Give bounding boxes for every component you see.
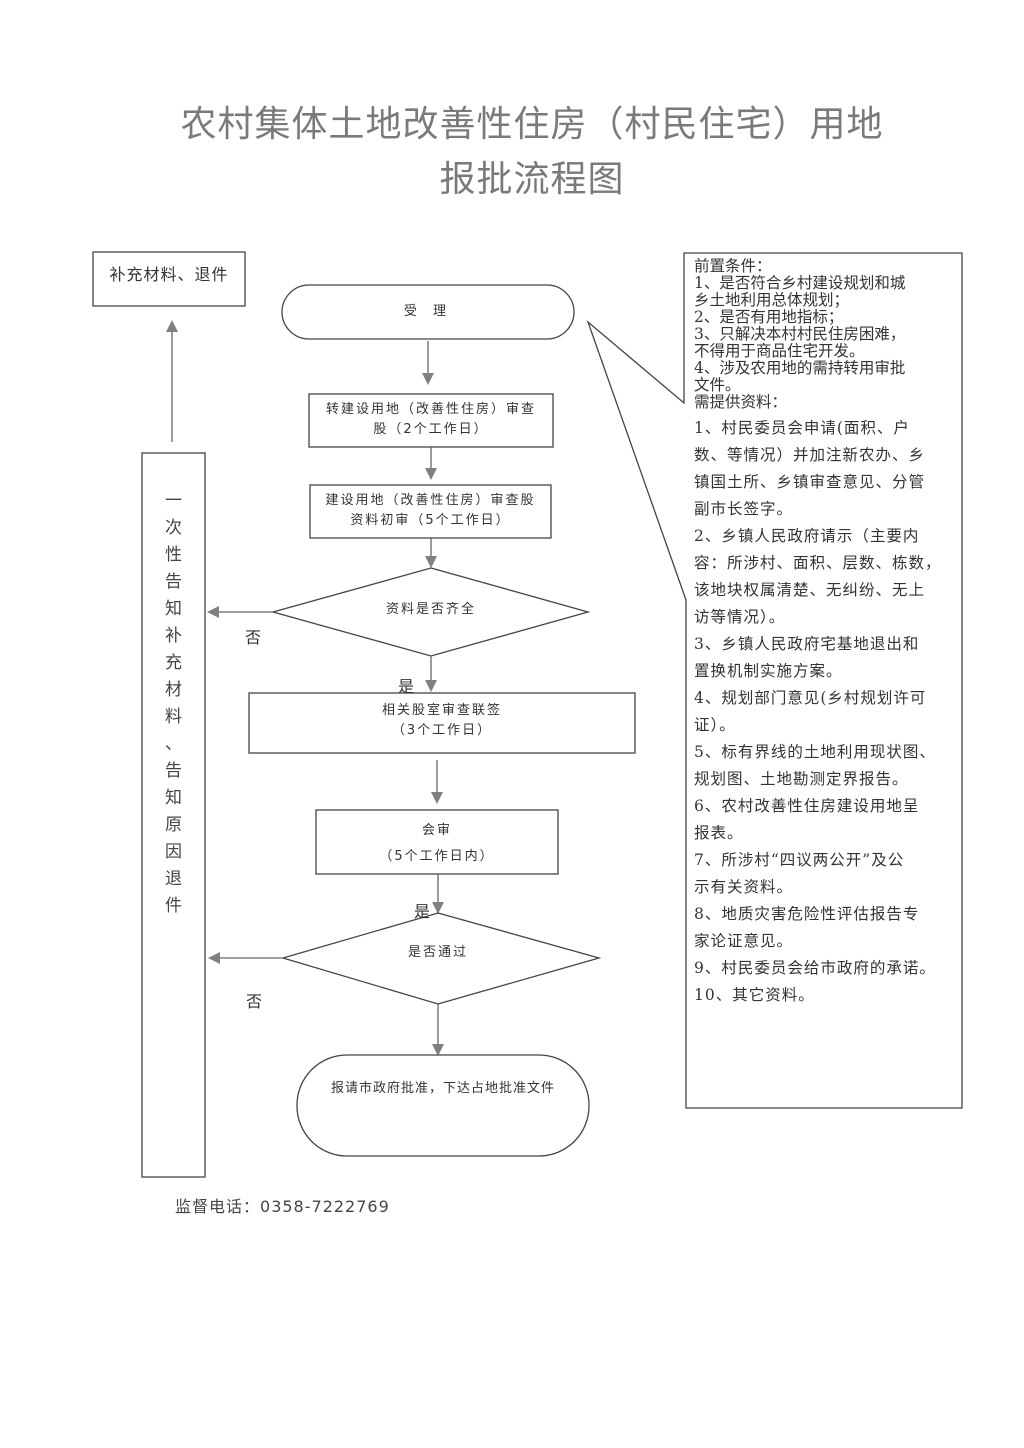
material-line: 9、村民委员会给市政府的承诺。 <box>694 959 936 977</box>
step2-label: 建设用地（改善性住房）审查股 资料初审（5个工作日） <box>310 491 551 531</box>
notify-char: 充 <box>165 653 182 673</box>
notify-char: 因 <box>165 842 182 862</box>
step1-line1: 转建设用地（改善性住房）审查 <box>325 402 536 417</box>
phone-number: 0358-7222769 <box>260 1197 390 1216</box>
supplement-box <box>92 251 246 307</box>
precondition-line: 文件。 <box>694 376 741 394</box>
material-line: 7、所涉村“四议两公开”及公 <box>694 851 905 869</box>
notify-char: 性 <box>165 545 182 565</box>
step2-line1: 建设用地（改善性住房）审查股 <box>325 493 536 508</box>
notify-char: 一 <box>165 491 182 511</box>
precondition-line: 1、是否符合乡村建设规划和城 <box>694 274 906 292</box>
materials-title: 需提供资料： <box>694 393 788 411</box>
material-line: 该地块权属清楚、无纠纷、无上 <box>694 581 926 599</box>
end-label: 报请市政府批准，下达占地批准文件 <box>330 1081 555 1096</box>
notify-char: 、 <box>165 734 182 754</box>
notify-char: 原 <box>165 815 182 835</box>
material-line: 数、等情况）并加注新农办、乡 <box>694 446 926 464</box>
page-title: 农村集体土地改善性住房（村民住宅）用地 <box>180 104 884 145</box>
callout-box <box>586 252 963 1109</box>
step4-line2: （5个工作日内） <box>379 849 495 864</box>
material-line: 副市长签字。 <box>694 500 794 518</box>
notify-box <box>141 452 206 1178</box>
material-line: 4、规划部门意见(乡村规划许可 <box>694 689 927 707</box>
step3-line2: （3个工作日） <box>391 723 493 738</box>
precondition-line: 乡土地利用总体规划； <box>694 291 850 309</box>
page-subtitle: 报批流程图 <box>439 159 625 200</box>
preconditions-list: 1、是否符合乡村建设规划和城乡土地利用总体规划；2、是否有用地指标；3、只解决本… <box>694 275 956 394</box>
notify-char: 知 <box>165 599 182 619</box>
decision2-label: 是否通过 <box>407 945 468 960</box>
supplement-box-label: 补充材料、退件 <box>109 265 229 284</box>
material-line: 示有关资料。 <box>694 878 794 896</box>
material-line: 镇国土所、乡镇审查意见、分管 <box>694 473 926 491</box>
step3-label: 相关股室审查联签 （3个工作日） <box>249 701 635 741</box>
notify-char: 知 <box>165 788 182 808</box>
notify-vertical-text: 一次性告知补充材料、告知原因退件 <box>142 488 205 920</box>
decision1-label: 资料是否齐全 <box>385 602 476 617</box>
step4-line1: 会审 <box>421 823 452 838</box>
material-line: 6、农村改善性住房建设用地呈 <box>694 797 920 815</box>
material-line: 规划图、土地勘测定界报告。 <box>694 770 909 788</box>
notify-char: 料 <box>165 707 182 727</box>
preconditions-title: 前置条件： <box>694 257 772 275</box>
end-terminal <box>296 1054 590 1157</box>
decision2-yes-label: 是 <box>414 902 431 921</box>
step1-line2: 股（2个工作日） <box>373 422 489 437</box>
material-line: 置换机制实施方案。 <box>694 662 843 680</box>
decision1-no-label: 否 <box>245 628 262 647</box>
material-line: 容：所涉村、面积、层数、栋数， <box>694 554 942 572</box>
notify-char: 告 <box>165 761 182 781</box>
notify-char: 件 <box>165 896 182 916</box>
material-line: 2、乡镇人民政府请示（主要内 <box>694 527 920 545</box>
start-terminal <box>281 284 575 340</box>
notify-char: 告 <box>165 572 182 592</box>
step4-box <box>315 809 559 875</box>
material-line: 访等情况）。 <box>694 608 786 626</box>
material-line: 证）。 <box>694 716 736 734</box>
notify-char: 退 <box>165 869 182 889</box>
step4-label: 会审 （5个工作日内） <box>316 818 558 870</box>
precondition-line: 4、涉及农用地的需持转用审批 <box>694 359 906 377</box>
material-line: 8、地质灾害危险性评估报告专 <box>694 905 920 923</box>
material-line: 10、其它资料。 <box>694 986 815 1004</box>
step1-label: 转建设用地（改善性住房）审查 股（2个工作日） <box>309 400 553 440</box>
material-line: 1、村民委员会申请(面积、户 <box>694 419 910 437</box>
material-line: 3、乡镇人民政府宅基地退出和 <box>694 635 920 653</box>
phone-label: 监督电话： <box>175 1197 261 1216</box>
step3-line1: 相关股室审查联签 <box>381 703 502 718</box>
requirements-panel: 前置条件： 1、是否符合乡村建设规划和城乡土地利用总体规划；2、是否有用地指标；… <box>694 258 956 1009</box>
material-line: 5、标有界线的土地利用现状图、 <box>694 743 936 761</box>
notify-char: 补 <box>165 626 182 646</box>
precondition-line: 2、是否有用地指标； <box>694 308 844 326</box>
step3-box <box>248 692 636 754</box>
precondition-line: 不得用于商品住宅开发。 <box>694 342 865 360</box>
material-line: 家论证意见。 <box>694 932 794 950</box>
notify-char: 次 <box>165 518 182 538</box>
material-line: 报表。 <box>694 824 744 842</box>
decision1-yes-label: 是 <box>398 677 415 696</box>
decision2-no-label: 否 <box>246 992 263 1011</box>
step2-line2: 资料初审（5个工作日） <box>350 513 511 528</box>
materials-list: 1、村民委员会申请(面积、户数、等情况）并加注新农办、乡镇国土所、乡镇审查意见、… <box>694 415 956 1009</box>
precondition-line: 3、只解决本村村民住房困难， <box>694 325 906 343</box>
notify-char: 材 <box>165 680 182 700</box>
start-label: 受 理 <box>403 304 453 319</box>
supervision-phone: 监督电话：0358-7222769 <box>175 1193 390 1217</box>
